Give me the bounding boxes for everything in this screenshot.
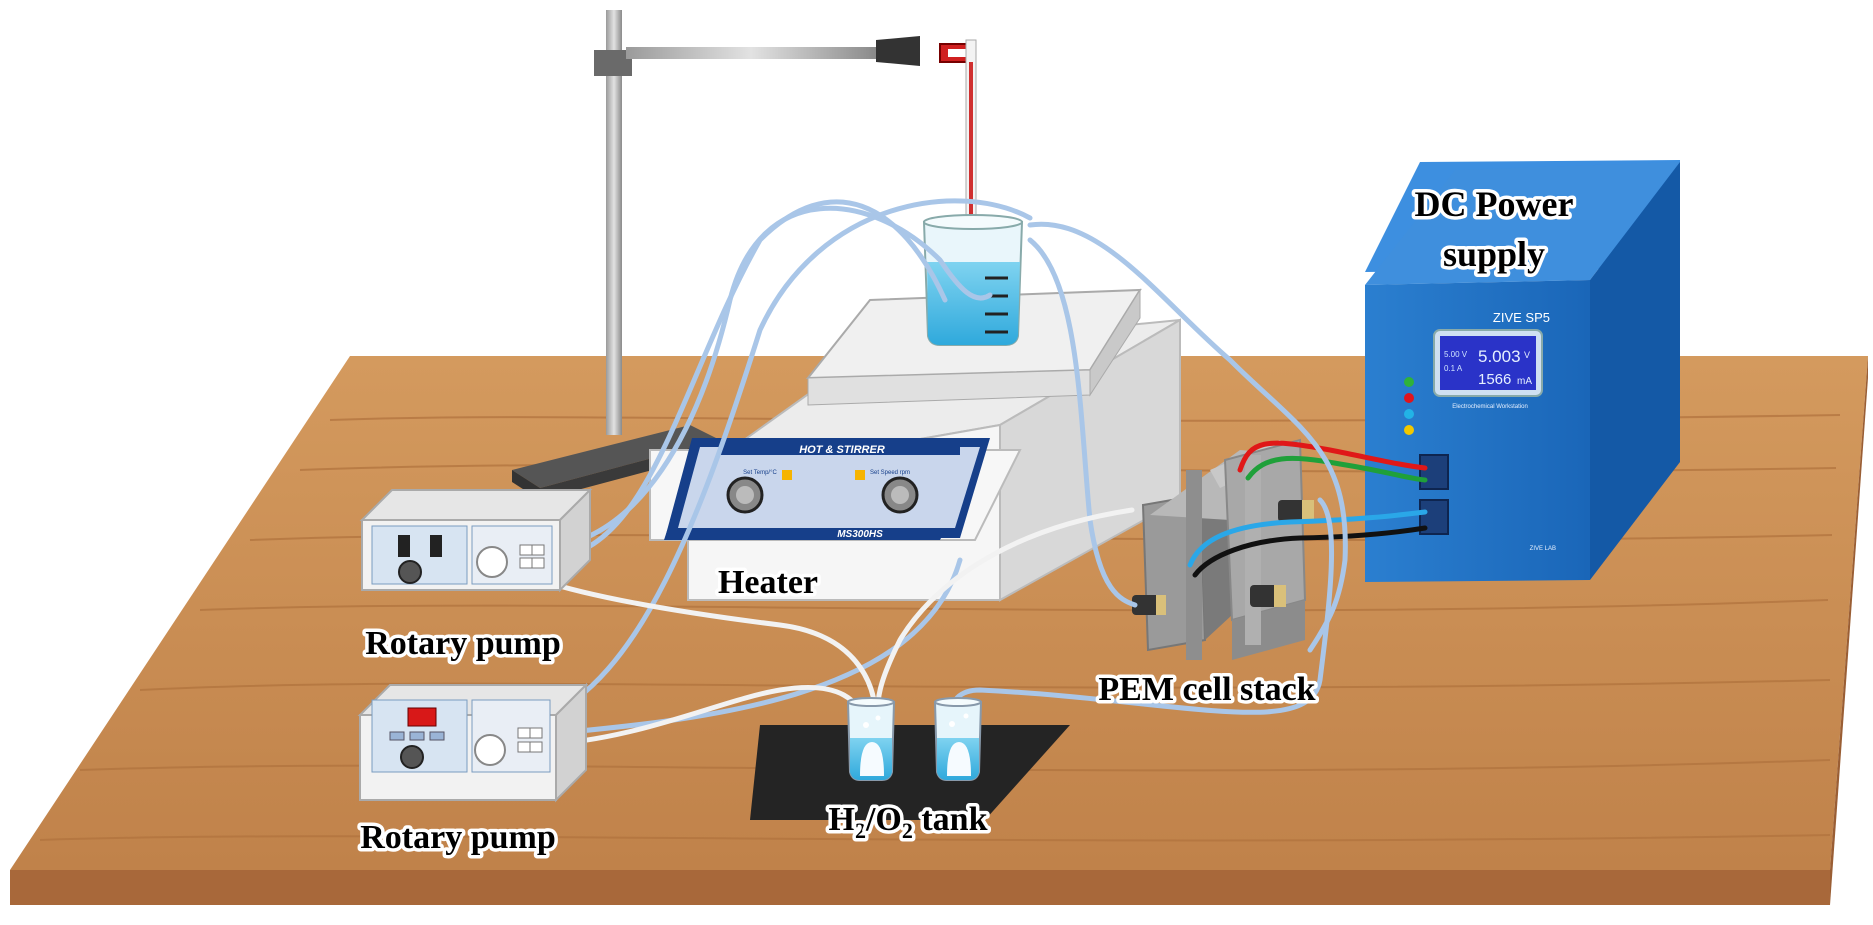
psu-indicator-yellow	[1404, 425, 1414, 435]
rotary-pump-top	[359, 487, 593, 593]
psu-current-readout: 1566	[1478, 371, 1511, 388]
pump-top-knob[interactable]	[398, 560, 422, 584]
heater-model: MS300HS	[837, 529, 883, 540]
label-rotary-pump-bottom: Rotary pump	[360, 819, 556, 856]
psu-voltage-readout: 5.003	[1478, 347, 1521, 366]
label-pem-cell-stack: PEM cell stack	[1098, 671, 1315, 708]
speed-label: Set Speed rpm	[870, 470, 910, 476]
psu-voltage-unit: V	[1524, 350, 1530, 360]
temp-label: Set Temp/°C	[743, 470, 777, 476]
label-rotary-pump-top: Rotary pump	[365, 625, 561, 662]
light-blue-tubing	[535, 198, 1348, 738]
psu-current-unit: mA	[1517, 376, 1532, 387]
psu-brand: ZIVE SP5	[1493, 310, 1550, 325]
label-dc-power-line2: supply	[1443, 234, 1545, 274]
beaker	[922, 214, 1024, 346]
dc-power-supply: ZIVE SP5 5.00 V 0.1 A 5.003 V 1566 mA El…	[1365, 160, 1680, 582]
tank-vial-o2	[933, 697, 983, 781]
heater-control-panel: HOT & STIRRER Set Temp/°C Set Speed rpm …	[664, 438, 990, 540]
psu-indicator-green	[1404, 377, 1414, 387]
psu-indicator-cyan	[1404, 409, 1414, 419]
psu-indicator-red	[1404, 393, 1414, 403]
pump-bottom-knob[interactable]	[400, 745, 424, 769]
pem-cell-stack	[1132, 438, 1314, 660]
psu-caption: Electrochemical Workstation	[1452, 404, 1528, 410]
heater-panel-title: HOT & STIRRER	[799, 444, 885, 456]
psu-terminal-top[interactable]	[1419, 454, 1449, 490]
psu-left-current: 0.1 A	[1444, 364, 1463, 373]
electrical-wires	[1187, 440, 1428, 578]
rotary-pump-bottom	[357, 682, 589, 803]
psu-left-voltage: 5.00 V	[1444, 350, 1468, 359]
pump-bottom-display	[407, 707, 437, 727]
psu-display: 5.00 V 0.1 A 5.003 V 1566 mA	[1433, 329, 1543, 397]
label-h2-o2-tank: H2/O2 tank	[829, 801, 988, 843]
h2-o2-tank	[750, 697, 1070, 820]
psu-maker: ZIVE LAB	[1530, 546, 1556, 552]
tank-vial-h2	[846, 697, 896, 781]
label-heater: Heater	[718, 564, 818, 601]
label-dc-power-line1: DC Power	[1415, 184, 1574, 224]
